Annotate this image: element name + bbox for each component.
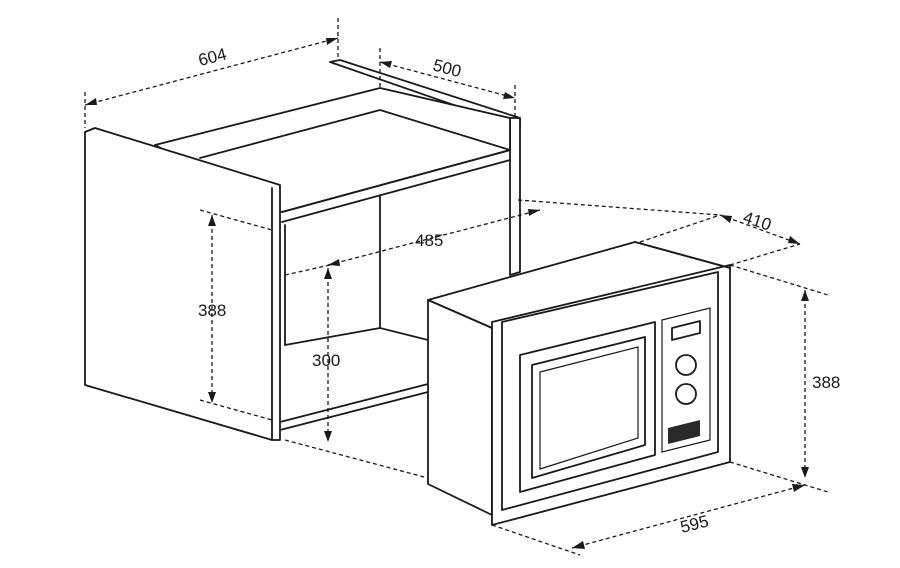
dim-line-oven-width: [571, 484, 806, 549]
microwave: [427, 241, 731, 526]
label-cabinet-height: 388: [198, 301, 226, 320]
microwave-window-inner: [539, 346, 639, 470]
microwave-knob-bottom: [675, 383, 697, 405]
microwave-display: [671, 320, 701, 341]
cabinet-shelf-line: [199, 109, 511, 159]
microwave-back-edge: [634, 241, 731, 269]
label-opening-height: 300: [312, 351, 340, 370]
cabinet: [84, 59, 521, 441]
cabinet-front-top: [281, 149, 511, 213]
label-cabinet-width: 604: [196, 45, 228, 70]
microwave-control-panel: [661, 307, 711, 453]
microwave-window: [531, 336, 646, 479]
dim-line-oven-depth: [719, 214, 801, 245]
dimension-lines: [84, 18, 829, 556]
cabinet-bottom-front: [279, 391, 429, 431]
dim-line-opening-width: [327, 209, 541, 266]
microwave-button-panel: [668, 420, 700, 444]
cabinet-bottom-front-2: [279, 383, 429, 423]
cabinet-left-panel: [84, 127, 281, 441]
microwave-side: [427, 299, 493, 516]
label-opening-width: 485: [415, 231, 443, 250]
label-oven-depth: 410: [741, 208, 774, 235]
microwave-knob-top: [675, 354, 697, 376]
label-oven-width: 595: [678, 512, 710, 537]
cabinet-right-post: [509, 117, 521, 276]
cabinet-floor-back: [284, 327, 429, 346]
label-oven-height: 388: [812, 373, 840, 392]
cabinet-front-top-lower: [281, 159, 511, 223]
dim-line-cabinet-width: [84, 37, 339, 106]
dim-line-cabinet-depth: [379, 61, 516, 99]
